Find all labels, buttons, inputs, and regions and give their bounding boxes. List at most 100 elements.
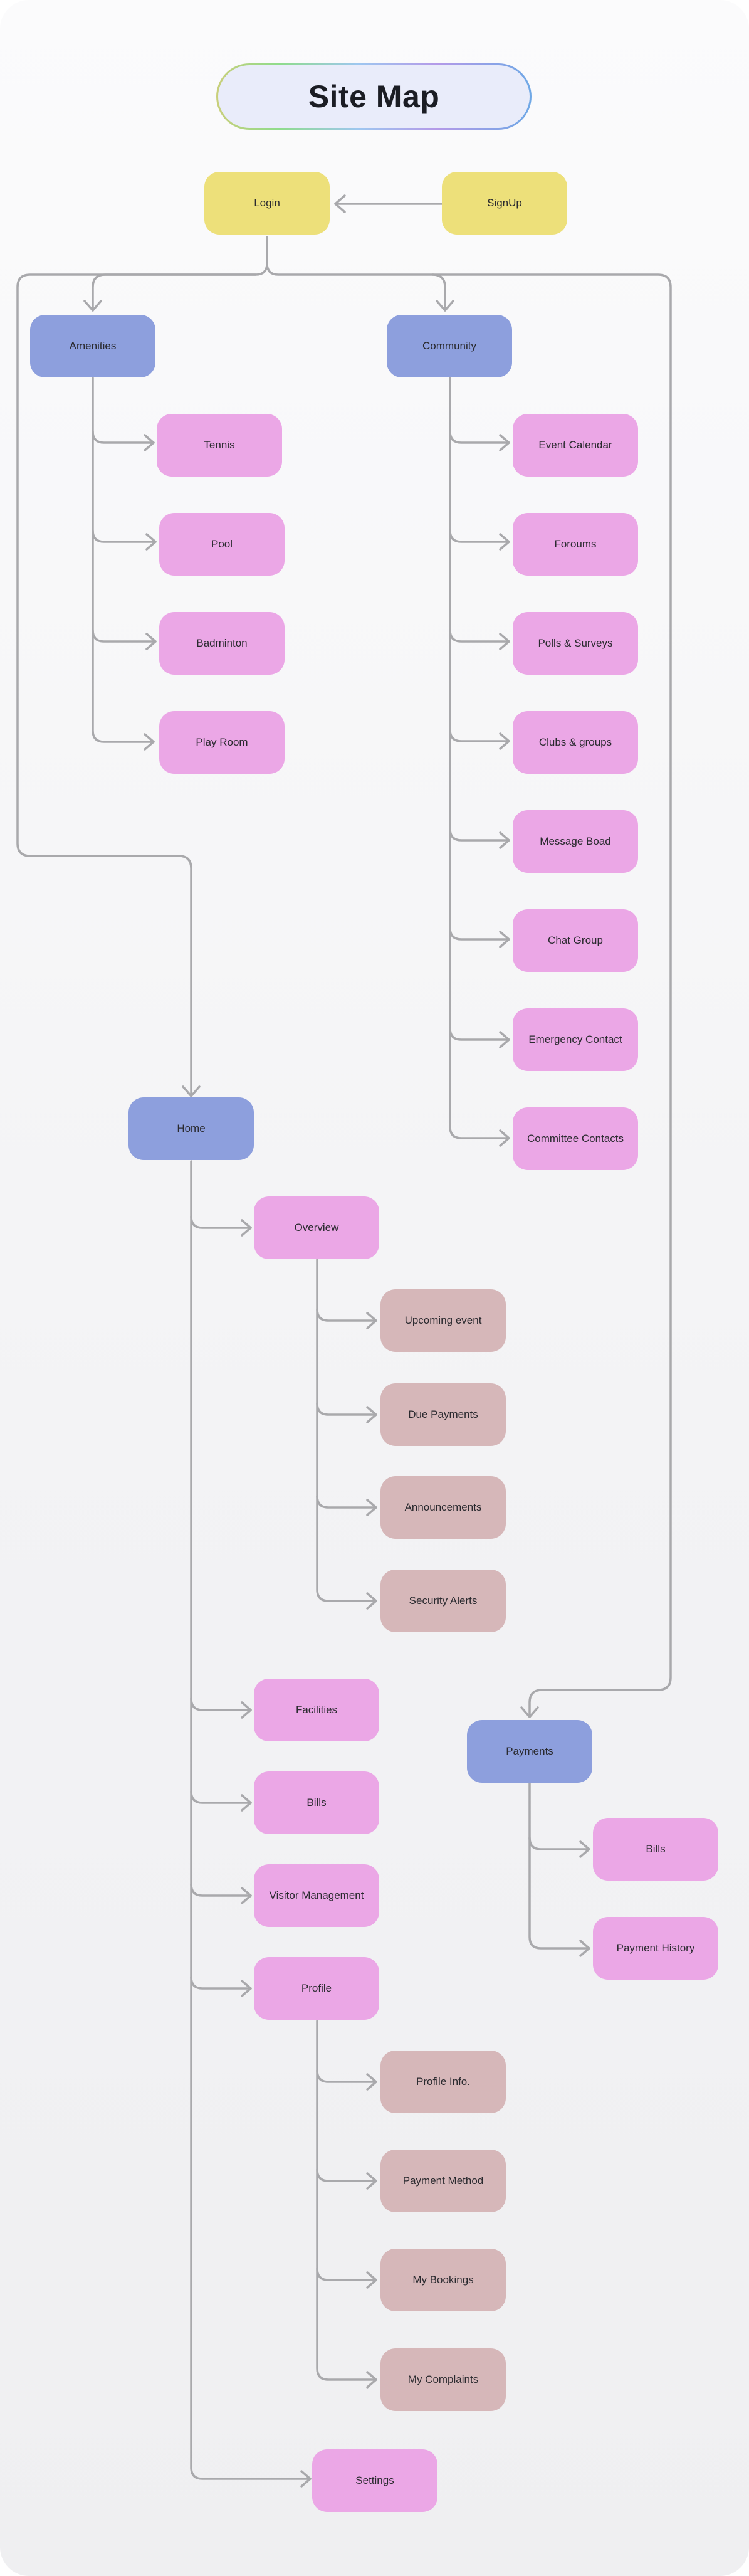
connector-my-bookings	[316, 2267, 377, 2281]
node-login-label: Login	[254, 197, 280, 209]
connector-login-right	[266, 262, 672, 1718]
node-overview-label: Overview	[294, 1222, 339, 1233]
node-message-board: Message Boad	[513, 810, 638, 873]
node-community-label: Community	[422, 340, 476, 352]
node-event-calendar-label: Event Calendar	[538, 439, 612, 451]
connector-due-payments	[316, 1402, 377, 1416]
arrowhead	[579, 1840, 590, 1858]
node-polls-surveys-label: Polls & Surveys	[538, 637, 613, 649]
arrowhead	[366, 2073, 377, 2091]
node-signup: SignUp	[442, 172, 567, 235]
node-bills-label: Bills	[306, 1797, 327, 1808]
node-amenities-label: Amenities	[69, 340, 117, 352]
arrowhead	[145, 633, 157, 650]
node-bills: Bills	[254, 1771, 379, 1834]
node-chat-group: Chat Group	[513, 909, 638, 972]
node-home-label: Home	[177, 1122, 206, 1134]
connector-profile-info	[316, 2069, 377, 2083]
connector-community-trunk	[449, 377, 510, 1139]
arrowhead	[366, 2371, 377, 2389]
node-play-room: Play Room	[159, 711, 285, 774]
node-profile: Profile	[254, 1957, 379, 2020]
arrowhead	[520, 1706, 539, 1718]
node-my-bookings: My Bookings	[380, 2249, 506, 2311]
arrowhead	[83, 300, 102, 312]
node-payments-label: Payments	[506, 1745, 553, 1757]
arrowhead	[241, 1794, 252, 1812]
connector-profile	[190, 1976, 252, 1990]
connector-payments-trunk	[528, 1782, 590, 1950]
node-settings: Settings	[312, 2449, 437, 2512]
arrowhead	[366, 1499, 377, 1516]
arrowhead	[499, 1129, 510, 1147]
connector-event-calendar	[449, 430, 510, 444]
node-upcoming-event-label: Upcoming event	[404, 1314, 482, 1326]
node-emergency-contact: Emergency Contact	[513, 1008, 638, 1071]
arrowhead	[144, 733, 155, 751]
connector-bills	[190, 1790, 252, 1804]
node-pool: Pool	[159, 513, 285, 576]
node-my-complaints: My Complaints	[380, 2348, 506, 2411]
connector-payments-bills	[528, 1837, 590, 1850]
node-visitor-management-label: Visitor Management	[269, 1889, 364, 1901]
arrowhead	[499, 1031, 510, 1048]
connector-clubs	[449, 729, 510, 742]
arrowhead	[241, 1887, 252, 1904]
connector-home-trunk	[190, 1160, 312, 2480]
node-facilities: Facilities	[254, 1679, 379, 1741]
arrowhead	[145, 533, 157, 551]
title-pill-inner: Site Map	[218, 65, 530, 128]
title-pill: Site Map	[216, 63, 532, 130]
arrowhead	[334, 194, 346, 213]
node-profile-info-label: Profile Info.	[416, 2076, 470, 2088]
connector-chat-group	[449, 927, 510, 941]
connector-announcements	[316, 1495, 377, 1509]
node-facilities-label: Facilities	[295, 1704, 338, 1716]
node-clubs-groups: Clubs & groups	[513, 711, 638, 774]
node-payments: Payments	[467, 1720, 592, 1783]
node-announcements: Announcements	[380, 1476, 506, 1539]
node-community: Community	[387, 315, 512, 377]
node-event-calendar: Event Calendar	[513, 414, 638, 477]
arrowhead	[300, 2470, 312, 2488]
arrowhead	[499, 633, 510, 650]
node-upcoming-event: Upcoming event	[380, 1289, 506, 1352]
node-chat-group-label: Chat Group	[548, 934, 603, 946]
node-due-payments: Due Payments	[380, 1383, 506, 1446]
node-overview: Overview	[254, 1196, 379, 1259]
connector-amenities-trunk	[92, 377, 155, 743]
arrowhead	[366, 2271, 377, 2289]
node-settings-label: Settings	[355, 2474, 394, 2486]
arrowhead	[182, 1085, 201, 1097]
connector-polls	[449, 629, 510, 643]
connector-overview-trunk	[316, 1259, 377, 1602]
node-security-alerts-label: Security Alerts	[409, 1595, 478, 1607]
node-announcements-label: Announcements	[404, 1501, 482, 1513]
node-clubs-groups-label: Clubs & groups	[538, 736, 612, 748]
connector-payment-method	[316, 2168, 377, 2182]
connector-tennis	[92, 430, 155, 444]
node-visitor-management: Visitor Management	[254, 1864, 379, 1927]
node-payment-method-label: Payment Method	[402, 2175, 484, 2187]
node-amenities: Amenities	[30, 315, 155, 377]
node-payments-bills: Bills	[593, 1818, 718, 1881]
connector-upcoming	[316, 1308, 377, 1322]
node-badminton-label: Badminton	[196, 637, 248, 649]
connector-emergency	[449, 1027, 510, 1041]
arrowhead	[499, 732, 510, 750]
node-forums: Foroums	[513, 513, 638, 576]
node-profile-info: Profile Info.	[380, 2051, 506, 2113]
node-committee-contacts: Committee Contacts	[513, 1107, 638, 1170]
arrowhead	[241, 1219, 252, 1237]
arrowhead	[366, 1592, 377, 1610]
node-security-alerts: Security Alerts	[380, 1570, 506, 1632]
node-login: Login	[204, 172, 330, 235]
node-play-room-label: Play Room	[196, 736, 248, 748]
node-polls-surveys: Polls & Surveys	[513, 612, 638, 675]
connector-forums	[449, 529, 510, 543]
node-payment-history-label: Payment History	[616, 1942, 695, 1954]
page-title: Site Map	[308, 79, 440, 114]
arrowhead	[366, 1312, 377, 1329]
